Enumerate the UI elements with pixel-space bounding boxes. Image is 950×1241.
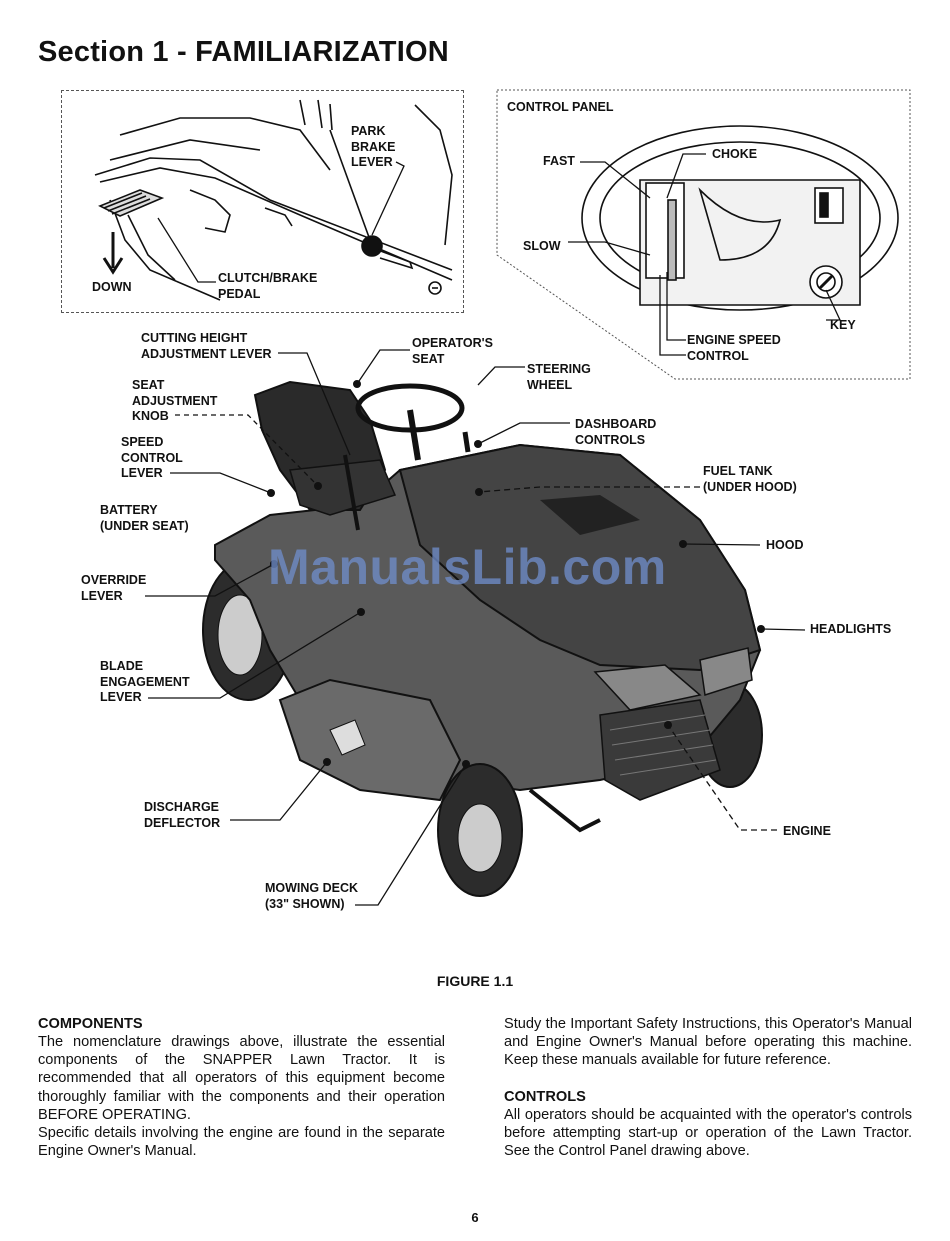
label-blade-engagement: BLADE ENGAGEMENT LEVER — [100, 659, 190, 704]
components-paragraph-1: The nomenclature drawings above, illustr… — [38, 1034, 445, 1123]
label-battery: BATTERY (UNDER SEAT) — [100, 503, 189, 533]
label-seat-adjustment-knob: SEAT ADJUSTMENT KNOB — [132, 378, 218, 423]
label-speed-control-lever: SPEED CONTROL LEVER — [121, 435, 183, 480]
label-hood: HOOD — [766, 538, 804, 552]
controls-column: Study the Important Safety Instructions,… — [504, 1015, 912, 1160]
components-heading: COMPONENTS — [38, 1016, 143, 1032]
figure-caption: FIGURE 1.1 — [436, 973, 514, 989]
label-key: KEY — [830, 318, 856, 332]
label-mowing-deck: MOWING DECK (33" SHOWN) — [265, 881, 359, 911]
controls-heading: CONTROLS — [504, 1088, 586, 1105]
label-down: DOWN — [92, 280, 132, 294]
section-title: Section 1 - FAMILIARIZATION — [38, 36, 449, 68]
controls-paragraph: All operators should be acquainted with … — [504, 1106, 912, 1160]
label-clutch-brake-pedal: CLUTCH/BRAKE PEDAL — [218, 271, 318, 301]
label-operators-seat: OPERATOR'S SEAT — [412, 336, 493, 366]
label-control-panel: CONTROL PANEL — [507, 100, 614, 114]
label-dashboard-controls: DASHBOARD CONTROLS — [575, 417, 657, 447]
label-override-lever: OVERRIDE LEVER — [81, 573, 147, 603]
label-headlights: HEADLIGHTS — [810, 622, 892, 636]
park-brake-inset — [61, 90, 464, 313]
label-cutting-height: CUTTING HEIGHT ADJUSTMENT LEVER — [141, 331, 272, 361]
components-paragraph-2: Specific details involving the engine ar… — [38, 1125, 445, 1160]
label-discharge-deflector: DISCHARGE DEFLECTOR — [144, 800, 221, 830]
label-engine-speed-control: ENGINE SPEED CONTROL — [687, 333, 781, 363]
watermark: ManualsLib.com — [268, 539, 667, 595]
label-fuel-tank: FUEL TANK (UNDER HOOD) — [703, 464, 797, 494]
label-engine: ENGINE — [783, 824, 831, 838]
label-fast: FAST — [543, 154, 575, 168]
label-slow: SLOW — [523, 239, 561, 253]
page-number: 6 — [471, 1210, 479, 1225]
study-paragraph: Study the Important Safety Instructions,… — [504, 1016, 912, 1069]
label-steering-wheel: STEERING WHEEL — [527, 362, 591, 392]
components-column: COMPONENTS The nomenclature drawings abo… — [38, 1015, 445, 1160]
label-choke: CHOKE — [712, 147, 758, 161]
label-park-brake-lever: PARK BRAKE LEVER — [351, 124, 396, 169]
